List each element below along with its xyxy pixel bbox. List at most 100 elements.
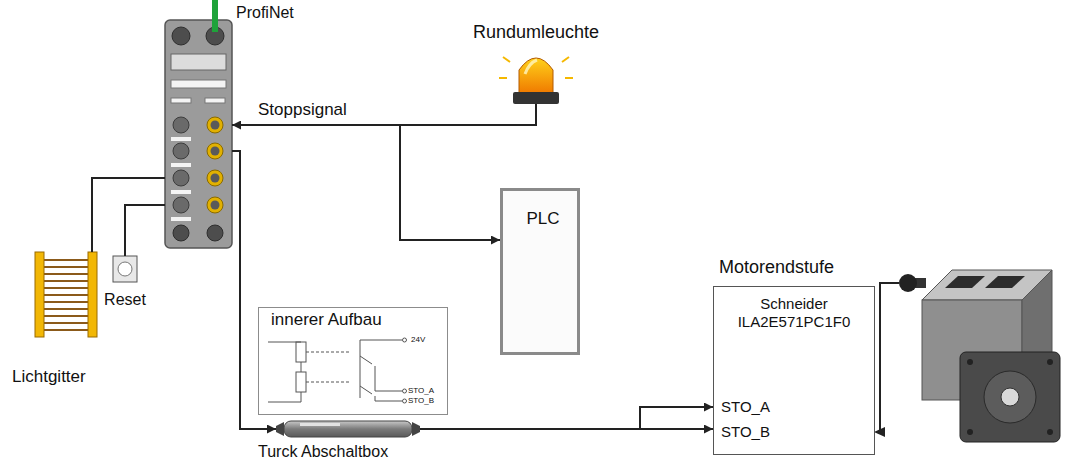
status-display xyxy=(171,54,226,70)
schematic-wire xyxy=(375,396,376,401)
safety-port-pin xyxy=(211,147,220,156)
terminal-label: STO_A xyxy=(408,386,434,396)
schematic-wire xyxy=(268,402,301,403)
input-port xyxy=(173,117,189,133)
label-strip xyxy=(171,137,191,141)
flange-collar xyxy=(984,371,1036,423)
label-strip xyxy=(205,98,225,103)
screw-hole xyxy=(967,359,973,365)
schematic-wire xyxy=(360,340,402,341)
light-curtain: Lichtgitter xyxy=(35,252,97,337)
cable-label: ProfiNet xyxy=(236,3,294,22)
terminal-label: STO_B xyxy=(408,396,434,406)
shutdown-box: Turck Abschaltbox xyxy=(276,421,420,437)
curtain-post xyxy=(35,252,44,337)
module-housing xyxy=(165,20,232,248)
drive-type: Schneider ILA2E571PC1F0 xyxy=(719,295,869,331)
relay-coil xyxy=(296,372,306,392)
input-port xyxy=(173,143,189,159)
safety-port-pin xyxy=(211,201,220,210)
signal-label: Stoppsignal xyxy=(258,100,347,120)
mechanical-link xyxy=(306,382,350,383)
motor-shaft xyxy=(1001,388,1019,406)
signal-connector xyxy=(125,205,165,256)
cable-gland xyxy=(276,422,284,436)
safety-port xyxy=(207,197,223,213)
terminal-label: 24V xyxy=(411,335,425,345)
terminal xyxy=(403,399,407,403)
button-cap xyxy=(118,262,132,276)
beacon-figure xyxy=(499,57,573,104)
input-port xyxy=(173,197,189,213)
input-port xyxy=(173,170,189,186)
motor-flange xyxy=(960,352,1060,442)
cable-gland xyxy=(412,422,420,436)
label-strip xyxy=(171,98,191,103)
light-ray xyxy=(562,57,569,62)
power-connector xyxy=(207,225,223,241)
schematic-wire xyxy=(375,391,402,392)
plc-label: PLC xyxy=(526,209,559,229)
curtain-beam xyxy=(44,280,88,282)
curtain-beam xyxy=(44,273,88,275)
connector-line xyxy=(420,428,713,430)
pin-name: STO_A xyxy=(721,398,770,416)
relay-schematic xyxy=(268,338,407,403)
schematic-wire xyxy=(268,342,296,343)
beacon-base xyxy=(513,92,559,104)
switch-contact xyxy=(360,386,372,394)
safety-port xyxy=(207,170,223,186)
feedback-wire xyxy=(880,283,899,432)
housing-highlight xyxy=(300,423,340,426)
relay-coil xyxy=(296,342,306,362)
label-strip xyxy=(171,190,191,194)
beacon: Rundumleuchte xyxy=(508,52,564,104)
screw-hole xyxy=(1047,429,1053,435)
terminal xyxy=(403,389,407,393)
motor-connector xyxy=(945,276,985,288)
schematic-wire xyxy=(301,392,302,402)
screw-hole xyxy=(967,429,973,435)
shutdown-box-figure xyxy=(276,421,420,437)
curtain-beam xyxy=(44,315,88,317)
signal-connector xyxy=(232,151,276,429)
beacon-label: Rundumleuchte xyxy=(473,22,599,44)
safety-port xyxy=(207,117,223,133)
detail-heading: innerer Aufbau xyxy=(271,310,382,330)
schematic-wire xyxy=(375,366,376,391)
safety-port-pin xyxy=(211,174,220,183)
connector-line xyxy=(92,178,165,252)
light-ray xyxy=(565,77,573,79)
curtain-post xyxy=(88,252,97,337)
connector-line xyxy=(125,205,165,256)
power-connector xyxy=(173,225,189,241)
safety-port-pin xyxy=(211,121,220,130)
switch-contact xyxy=(360,356,372,364)
light-ray xyxy=(503,57,510,62)
connector-line xyxy=(640,407,713,429)
curtain-beam xyxy=(44,322,88,324)
schematic-wire xyxy=(301,362,302,372)
schematic-bus xyxy=(360,340,361,398)
button-housing xyxy=(113,256,137,282)
motor-connector xyxy=(985,276,1025,288)
schematic-wire xyxy=(375,401,402,402)
label-strip xyxy=(171,80,226,88)
io-module-figure xyxy=(165,0,232,248)
reset-button: Reset xyxy=(113,256,137,282)
beacon-highlight xyxy=(525,60,537,74)
curtain-beam xyxy=(44,329,88,331)
drive-heading: Motorendstufe xyxy=(719,257,834,279)
safety-port xyxy=(207,143,223,159)
label-strip xyxy=(171,163,191,167)
cable-entry xyxy=(899,274,917,292)
plc-box: PLC xyxy=(500,188,580,355)
reset-label: Reset xyxy=(104,290,146,309)
curtain-beam xyxy=(44,259,88,261)
light-curtain-figure xyxy=(35,252,97,337)
bus-connector xyxy=(172,27,190,45)
curtain-beam xyxy=(44,308,88,310)
curtain-beam xyxy=(44,287,88,289)
light-ray xyxy=(499,77,507,79)
